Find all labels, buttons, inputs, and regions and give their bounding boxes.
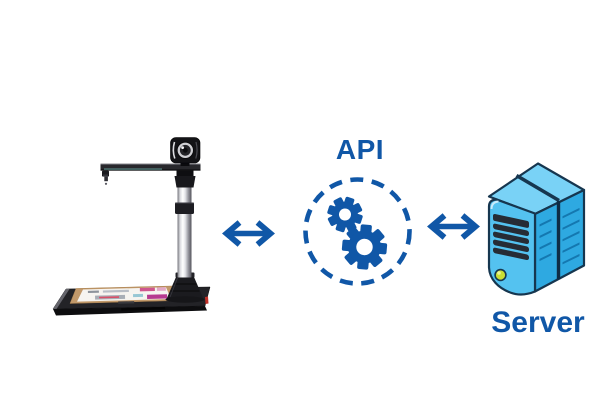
dashed-circle <box>303 177 412 286</box>
server-side-vents <box>539 207 580 265</box>
bidirectional-arrow-icon-right <box>427 213 480 240</box>
api-label: API <box>335 134 385 165</box>
scanned-document <box>69 285 180 304</box>
gear-small-icon <box>327 196 363 233</box>
camera-head-icon <box>170 137 201 166</box>
scanner-lamp <box>102 170 109 185</box>
server-led-light <box>494 268 507 282</box>
server-label: Server <box>491 306 585 339</box>
scanner-collar <box>174 167 196 188</box>
scanner-pole <box>175 186 194 278</box>
gear-large-icon <box>341 224 388 270</box>
server-vents <box>493 213 529 261</box>
document-scanner-icon <box>52 137 211 316</box>
server-tower-icon <box>487 162 586 296</box>
server-top-groove <box>515 173 560 203</box>
scanner-arm <box>100 163 201 171</box>
platform-red-mark <box>205 296 209 304</box>
bidirectional-arrow-icon-left <box>222 220 275 247</box>
gears-in-dashed-circle-icon <box>303 177 412 286</box>
